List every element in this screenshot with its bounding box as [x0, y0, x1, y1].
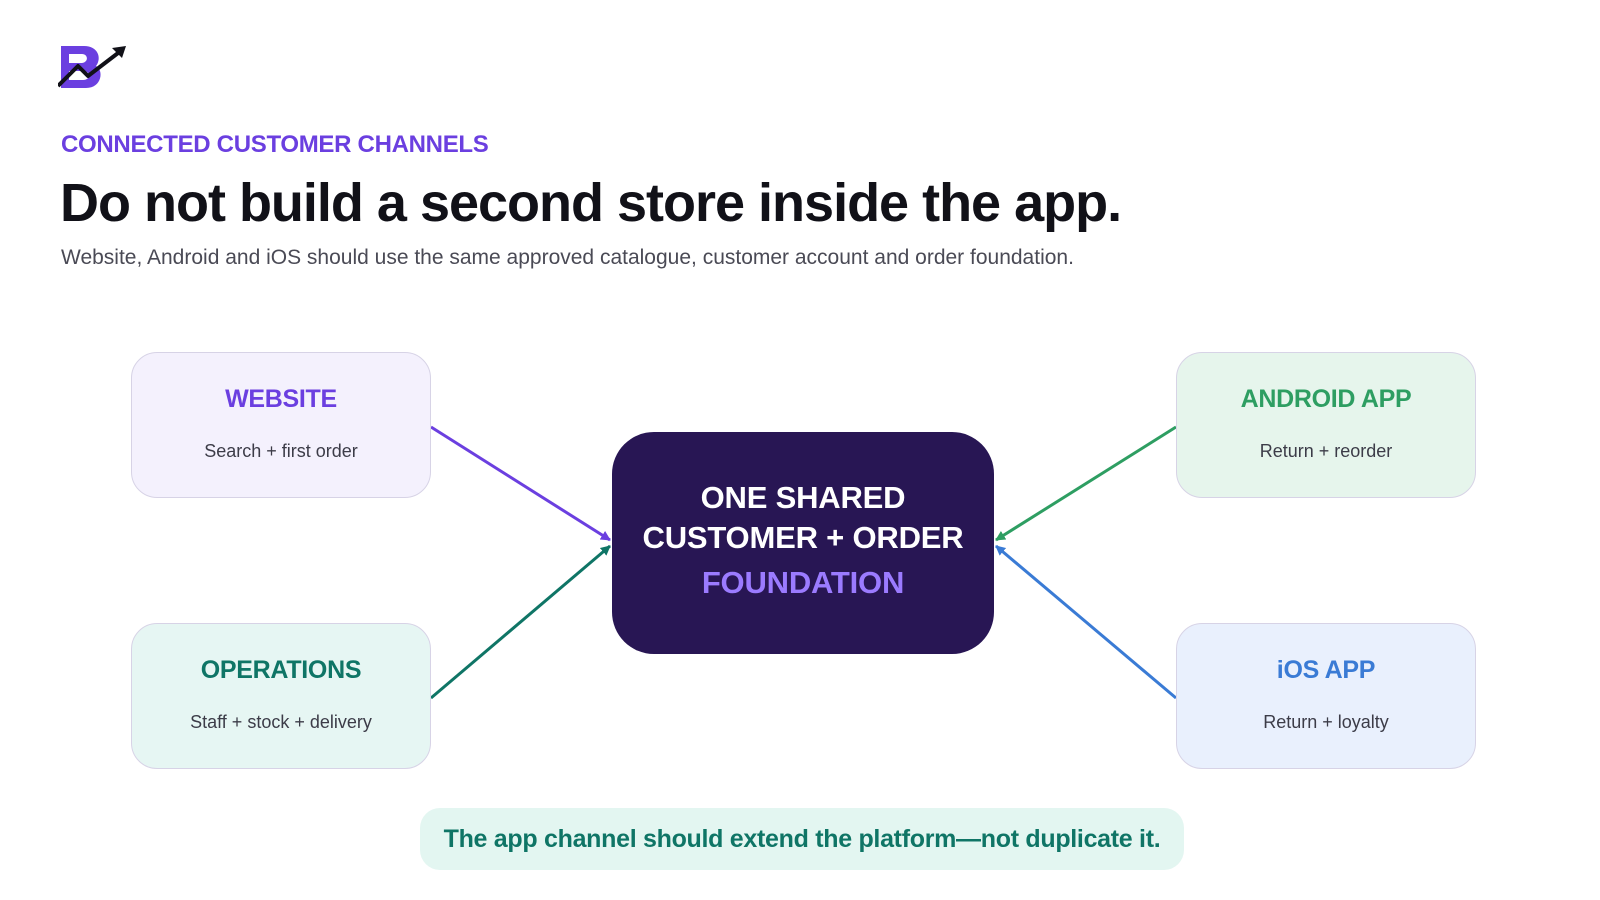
foundation-line-1: ONE SHARED [700, 480, 906, 515]
channel-card-operations: OPERATIONS Staff + stock + delivery [131, 623, 431, 769]
channel-desc-android: Return + reorder [1259, 441, 1393, 461]
channel-card-android: ANDROID APP Return + reorder [1176, 352, 1476, 498]
channel-title-website: WEBSITE [225, 385, 337, 413]
foundation-line-3: FOUNDATION [701, 565, 905, 600]
channel-desc-website: Search + first order [204, 441, 358, 461]
section-kicker: CONNECTED CUSTOMER CHANNELS [61, 131, 489, 158]
channel-title-android: ANDROID APP [1240, 385, 1412, 413]
arrow-website-to-center [430, 425, 611, 542]
channel-title-operations: OPERATIONS [200, 656, 362, 684]
footer-banner: The app channel should extend the platfo… [420, 808, 1184, 870]
arrow-operations-to-center [430, 544, 611, 700]
channel-desc-operations: Staff + stock + delivery [190, 712, 372, 732]
brand-logo-icon [58, 46, 126, 88]
shared-foundation-box: ONE SHARED CUSTOMER + ORDER FOUNDATION [612, 432, 994, 654]
channel-title-ios: iOS APP [1276, 656, 1376, 684]
channel-card-ios: iOS APP Return + loyalty [1176, 623, 1476, 769]
page-subtitle: Website, Android and iOS should use the … [61, 246, 1074, 269]
arrow-android-to-center [995, 425, 1177, 542]
channel-desc-ios: Return + loyalty [1263, 712, 1389, 732]
page-title: Do not build a second store inside the a… [60, 173, 1122, 233]
foundation-line-2: CUSTOMER + ORDER [642, 520, 964, 555]
channel-card-website: WEBSITE Search + first order [131, 352, 431, 498]
arrow-ios-to-center [995, 544, 1177, 700]
